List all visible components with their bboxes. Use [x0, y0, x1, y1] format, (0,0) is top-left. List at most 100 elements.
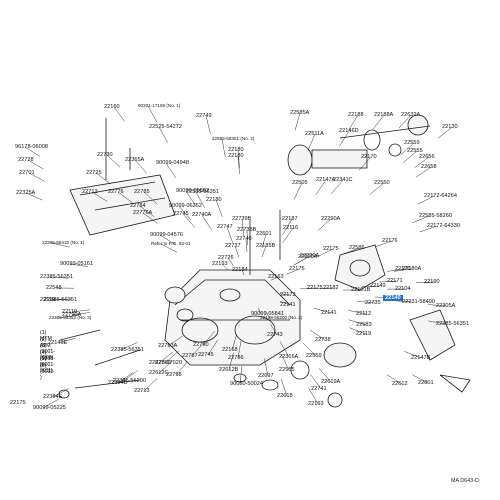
leader-line — [117, 372, 133, 384]
applicability-note: (3) (9001-9208) — [40, 343, 55, 361]
leader-line — [160, 243, 178, 253]
part-label: 22740 — [236, 236, 252, 242]
part-label: 22747 — [217, 224, 233, 230]
part-label: 22776A — [133, 210, 153, 216]
leader-line — [228, 352, 234, 371]
part-label: 22119 — [62, 309, 78, 315]
part-label: 22141 — [321, 310, 337, 316]
leader-line — [372, 114, 385, 130]
part-label: 22172-64330 — [427, 223, 460, 229]
leader-line — [307, 133, 316, 151]
part-label: 22787 — [182, 353, 198, 359]
leader-line — [246, 229, 248, 246]
leader-line — [387, 268, 406, 272]
leader-line — [221, 138, 226, 157]
leader-line — [241, 218, 245, 237]
leader-line — [317, 218, 332, 232]
leader-line — [294, 112, 301, 131]
part-label: 22385-56351 — [436, 321, 469, 327]
part-label: 22735 — [365, 300, 381, 306]
leader-line — [52, 388, 69, 398]
part-label: 22785 — [134, 189, 150, 195]
leader-line — [318, 368, 332, 383]
part-label: 22585A — [290, 110, 310, 116]
leader-line — [57, 337, 76, 344]
part-label: 22759 — [155, 360, 171, 366]
part-label: 22786 — [228, 355, 244, 361]
leader-line — [241, 269, 245, 276]
part-label: 22737 — [225, 243, 241, 249]
leader-line — [117, 191, 133, 203]
part-label: 22505 — [292, 180, 308, 186]
leader-line — [404, 351, 422, 359]
applicability-note: (4) (9208- ) — [40, 349, 55, 368]
part-label: 22725 — [86, 170, 102, 176]
applicability-note: (1) MTM — [40, 330, 52, 342]
part-label: 22728 — [18, 157, 34, 163]
leader-line — [419, 225, 438, 233]
highlighted-part-label[interactable]: 22140 — [383, 295, 403, 301]
part-label: 22101B — [351, 287, 371, 293]
leader-line — [309, 329, 326, 341]
leader-line — [303, 343, 317, 357]
leader-line — [69, 263, 88, 267]
part-label: 22753A — [158, 343, 178, 349]
leader-line — [239, 366, 243, 385]
leader-line — [310, 374, 322, 390]
part-label: 22585-58260 — [419, 213, 452, 219]
leader-line — [261, 233, 267, 249]
part-label: 22148-56200 (No. 2) — [260, 315, 303, 320]
part-label: 22141 — [280, 302, 296, 308]
leader-line — [24, 146, 41, 157]
part-label: 22738 — [315, 337, 331, 343]
leader-line — [25, 192, 43, 201]
part-label: 22740A — [192, 212, 212, 218]
part-label: 22784 — [130, 203, 146, 209]
leader-line — [316, 248, 334, 258]
part-label: 22119 — [40, 297, 56, 303]
leader-line — [294, 255, 311, 265]
leader-line — [280, 378, 288, 397]
part-label: 22801 — [418, 380, 434, 386]
leader-line — [412, 215, 430, 224]
part-label: 22147B — [411, 355, 431, 361]
part-label: 22193 — [212, 261, 228, 267]
part-label: 22548 — [46, 285, 62, 291]
leader-line — [348, 114, 359, 131]
leader-line — [416, 281, 435, 284]
leader-line — [205, 115, 211, 134]
part-label: 22171 — [387, 278, 403, 284]
leader-line — [279, 341, 290, 358]
leader-line — [207, 339, 218, 356]
part-label: 22180A — [402, 266, 422, 272]
leader-line — [279, 293, 291, 296]
leader-line — [349, 327, 367, 335]
leader-line — [258, 307, 262, 315]
leader-line — [357, 300, 376, 304]
part-label: 22825-17020 — [149, 360, 182, 366]
leader-line — [234, 245, 239, 258]
part-label: 22656 — [419, 154, 435, 160]
part-label: 90099-04576 — [150, 232, 183, 238]
leader-line — [386, 374, 403, 385]
part-label: 22385-56351 — [111, 347, 144, 353]
part-label: 22180 — [228, 147, 244, 153]
leader-line — [374, 240, 393, 248]
part-label: 22583 — [356, 322, 372, 328]
leader-line — [237, 340, 242, 359]
part-label: 22776 — [108, 189, 124, 195]
leader-line — [437, 126, 453, 139]
leader-line — [411, 374, 429, 384]
part-label: 22175 — [289, 266, 305, 272]
applicability-note: (5) (9001-9011) — [40, 356, 55, 374]
leader-line — [142, 212, 158, 224]
part-label: 22726 — [218, 255, 234, 261]
leader-line — [379, 280, 398, 283]
part-label: 22187 — [282, 216, 298, 222]
part-label: 22385-56410 (No. 1) — [42, 240, 85, 245]
part-label: 22170 — [395, 266, 411, 272]
part-label: 22104 — [395, 286, 411, 292]
part-label: 22149 — [370, 283, 386, 289]
part-label: 22745 — [173, 211, 189, 217]
